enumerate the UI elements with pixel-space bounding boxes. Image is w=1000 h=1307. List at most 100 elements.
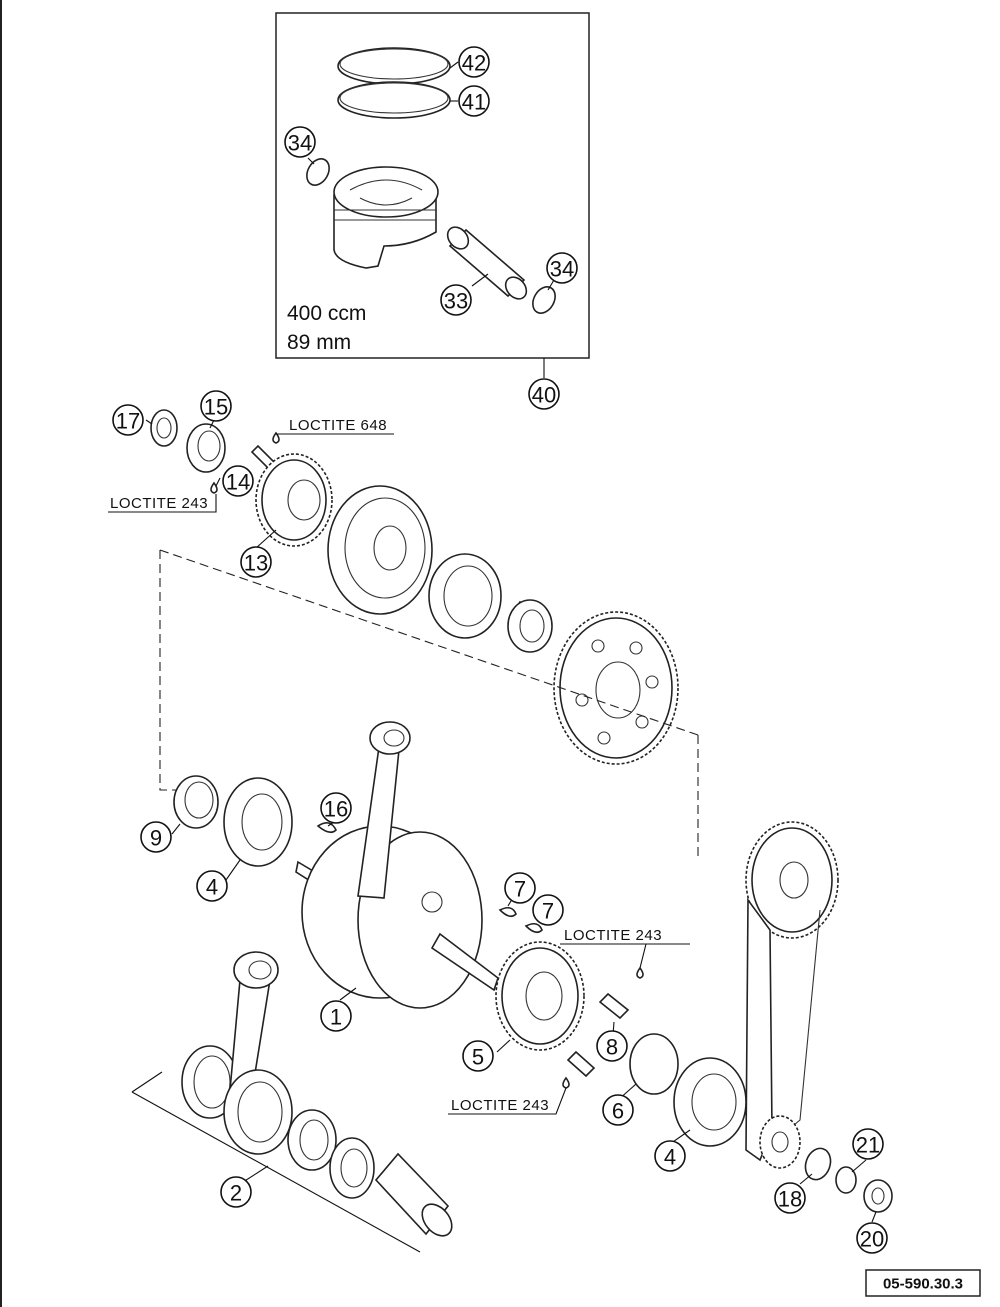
callout-circle [602,1094,634,1126]
callout-circle [774,1182,806,1214]
woodruff-key-7a [498,906,517,918]
callout-circle [240,546,272,578]
piston-ring-middle [337,81,451,119]
loctite-243-right-bottom-label: LOCTITE 243 [451,1097,549,1114]
callout-circle [596,1030,628,1062]
callout-circle [852,1128,884,1160]
conrod-kit-bracket-bottom [131,1091,421,1253]
callout-c2: 2 [220,1176,252,1208]
crankshaft [295,721,499,1009]
callout-circle [220,1176,252,1208]
callout-c34a: 34 [284,126,316,158]
callout-circle [320,1000,352,1032]
screw-8-lower [566,1050,596,1078]
callout-number: 16 [324,797,348,822]
callout-c15: 15 [200,390,232,422]
callout-number: 4 [206,875,218,900]
loctite-drop-right-top [636,966,644,979]
callout-c16: 16 [320,792,352,824]
callout-number: 1 [330,1005,342,1030]
loctite-243-left-line [108,494,217,513]
callout-c6: 6 [602,1094,634,1126]
assembly-frame-left [159,550,198,791]
callout-number: 8 [606,1035,618,1060]
callout-number: 9 [150,826,162,851]
balancer-gear-13 [255,453,333,547]
conrod-kit [181,951,453,1237]
loctite-drop-648 [272,431,280,444]
callout-number: 15 [204,395,228,420]
loctite-243-right-bottom-line [448,1087,567,1115]
loctite-drop-right-bottom [562,1076,570,1089]
callout-c7a: 7 [504,872,536,904]
callout-c4a: 4 [196,870,228,902]
callout-c20: 20 [856,1222,888,1254]
callout-number: 17 [116,409,140,434]
callout-c42: 42 [458,46,490,78]
seal-9 [173,775,219,829]
callout-circle [856,1222,888,1254]
callout-number: 13 [244,551,268,576]
callout-c8: 8 [596,1030,628,1062]
timing-chain-assembly [745,821,839,1169]
callout-circle [140,821,172,853]
seal-15 [186,423,226,473]
callout-circle [112,404,144,436]
loctite-243-left-label: LOCTITE 243 [110,495,208,512]
callout-number: 34 [550,257,574,282]
callout-c34b: 34 [546,252,578,284]
callout-c40: 40 [528,378,560,410]
piston-bore-label: 89 mm [287,331,351,354]
callout-c4b: 4 [654,1140,686,1172]
callout-c1: 1 [320,1000,352,1032]
washer-21 [835,1166,857,1194]
nut-20 [863,1179,893,1213]
circlip-right [532,286,556,314]
callout-number: 42 [462,51,486,76]
callout-number: 21 [856,1133,880,1158]
callout-circle [504,872,536,904]
screw-8-upper [598,992,630,1020]
callout-circle [458,46,490,78]
piston [333,166,439,269]
callout-number: 5 [472,1045,484,1070]
callout-number: 7 [514,877,526,902]
main-bearing-right [673,1057,747,1147]
loctite-drop-14 [210,481,218,494]
callout-circle [546,252,578,284]
callout-number: 4 [664,1145,676,1170]
callout-circle [222,465,254,497]
assembly-frame-top [159,549,699,736]
starter-gear [553,611,679,765]
callout-c17: 17 [112,404,144,436]
shim-6 [629,1033,679,1095]
callout-c21: 21 [852,1128,884,1160]
callout-circle [528,378,560,410]
piston-ring-top [337,47,451,85]
callout-number: 6 [612,1099,624,1124]
piston-kit-box: 400 ccm 89 mm [275,12,590,359]
loctite-648-label: LOCTITE 648 [289,417,387,434]
callout-circle [200,390,232,422]
callout-number: 40 [532,383,556,408]
piston-pin [446,226,528,300]
callout-number: 7 [542,899,554,924]
callout-number: 33 [444,289,468,314]
woodruff-key-7b [524,922,543,934]
callout-circle [320,792,352,824]
loctite-243-right-top-line [560,943,690,969]
callout-number: 2 [230,1181,242,1206]
freewheel [428,553,502,639]
callout-c13: 13 [240,546,272,578]
callout-c33: 33 [440,284,472,316]
callout-number: 41 [462,90,486,115]
conrod-kit-bracket-left [131,1071,163,1093]
woodruff-key-16 [316,822,337,834]
circlip-18 [804,1147,832,1181]
callout-circle [440,284,472,316]
callout-c7b: 7 [532,894,564,926]
reference-number-box: 05-590.30.3 [865,1269,981,1297]
callout-number: 14 [226,470,250,495]
